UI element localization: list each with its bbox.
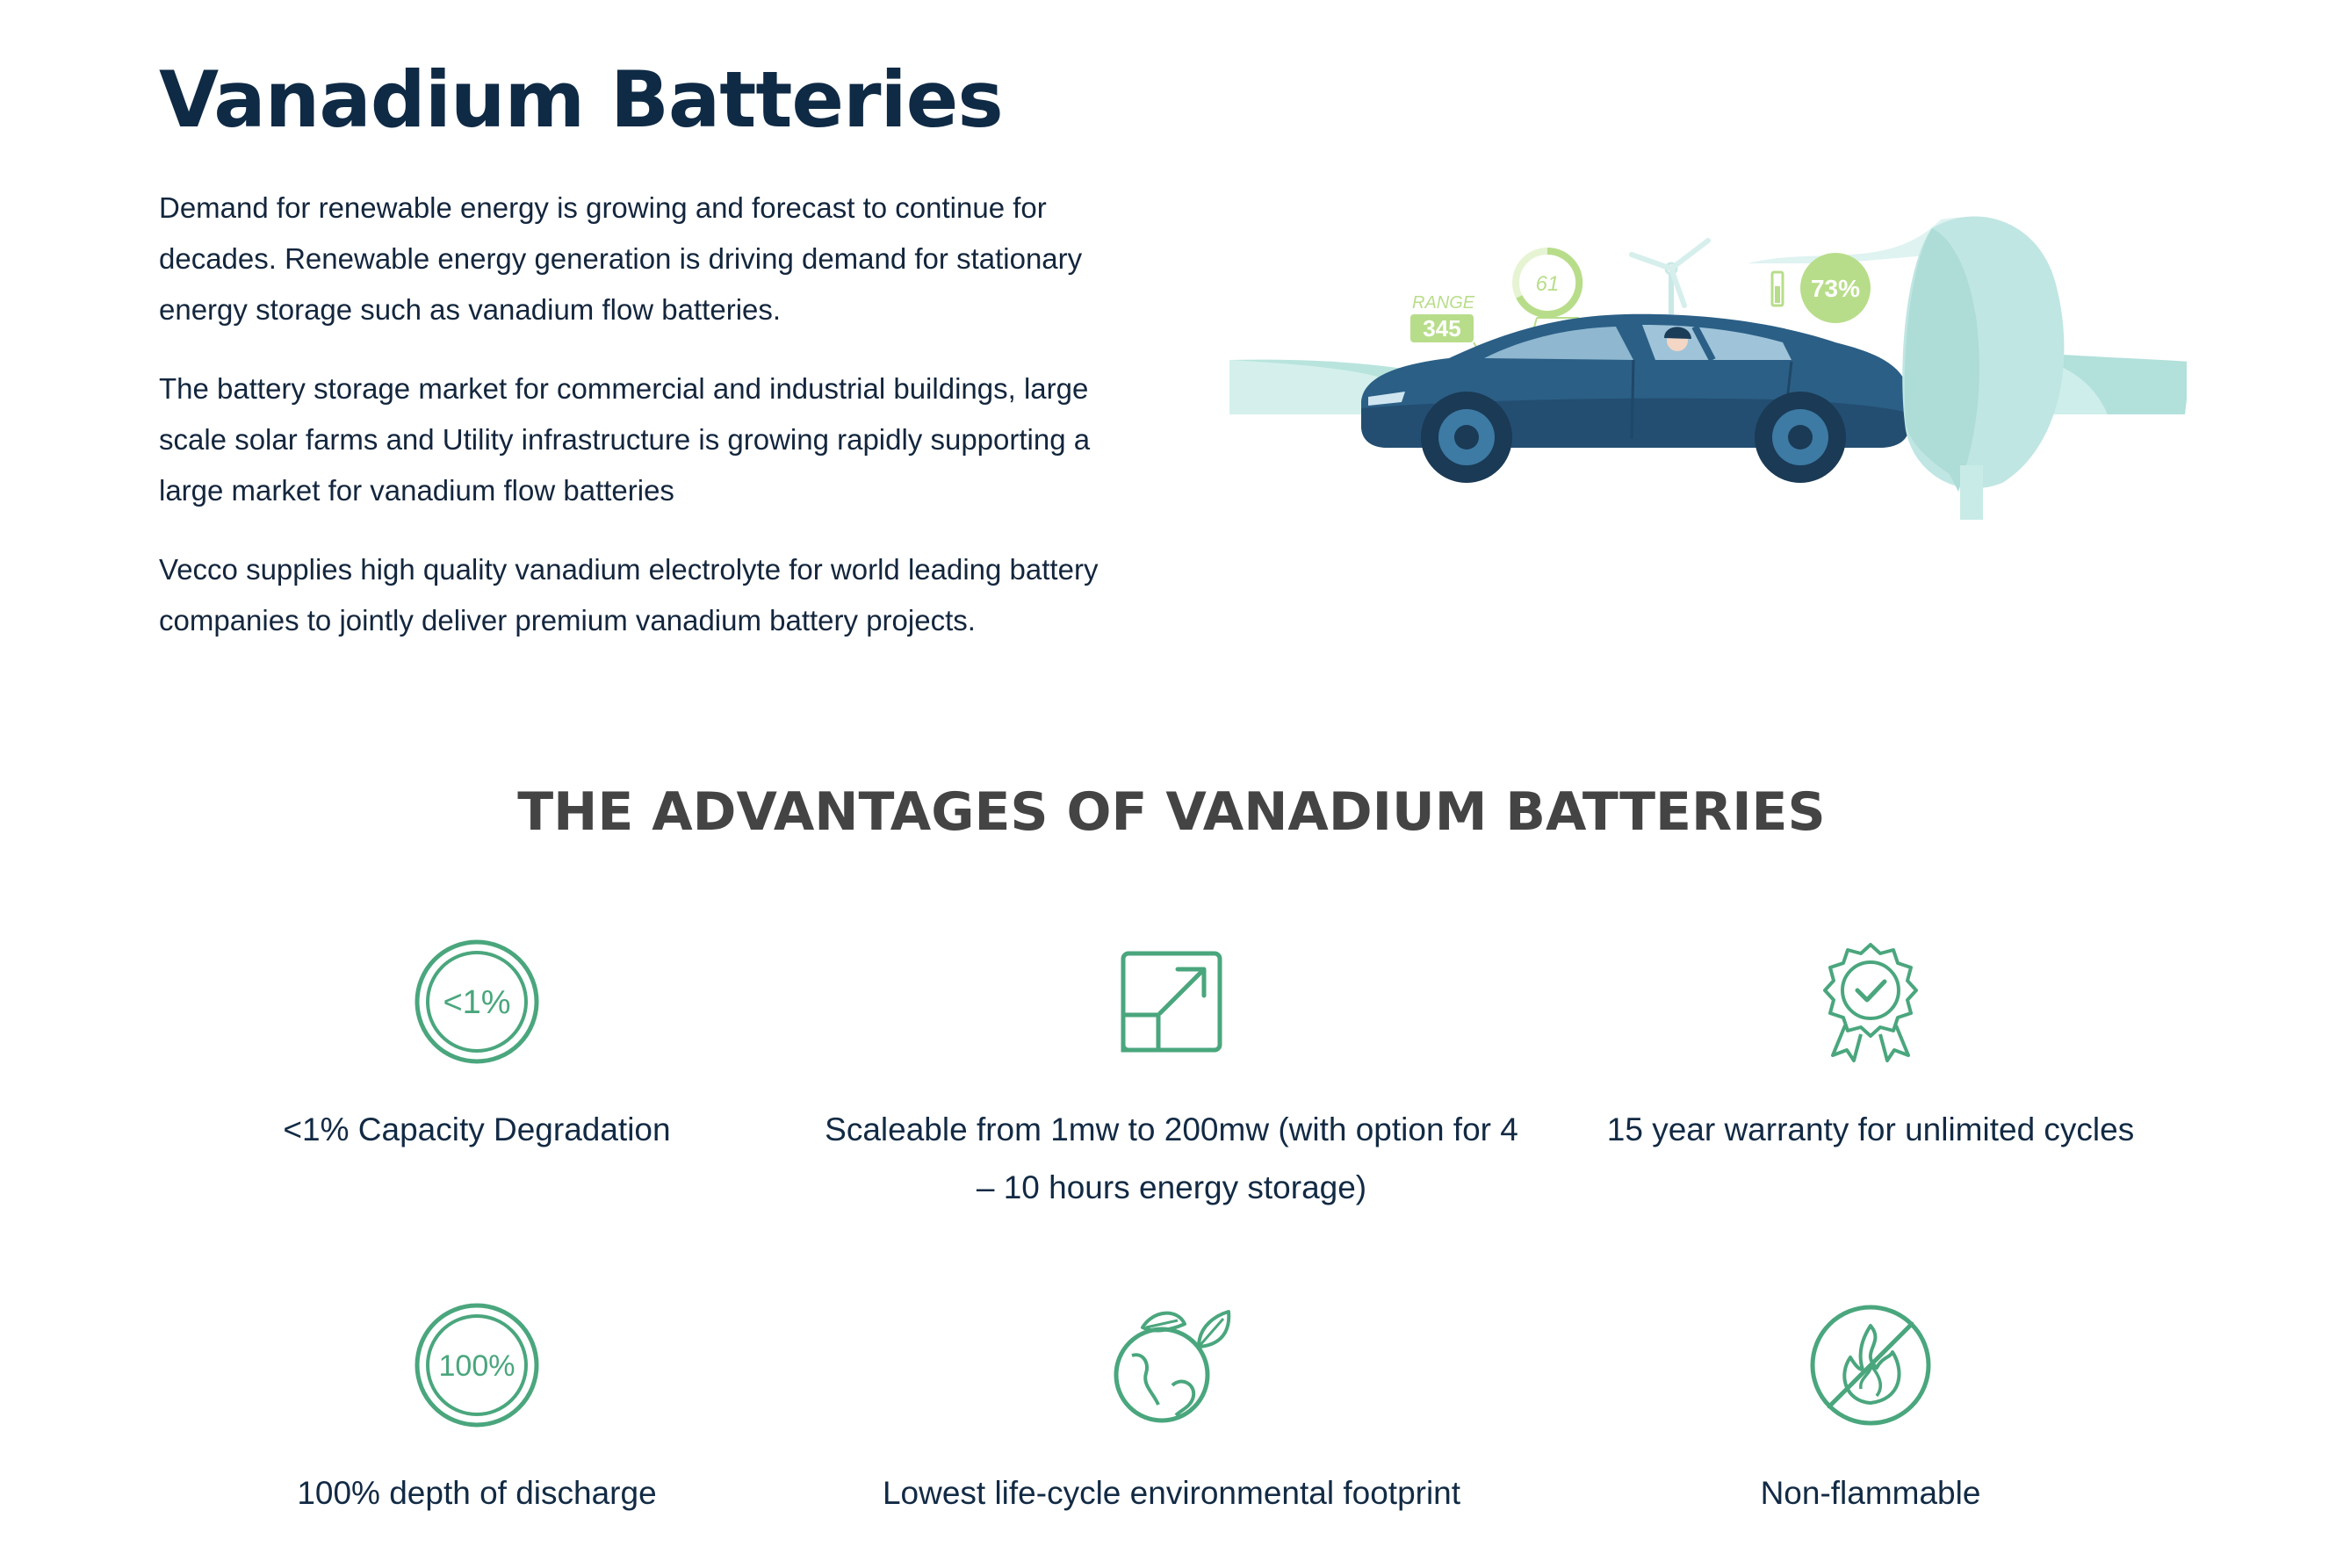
intro-text: Demand for renewable energy is growing a… [159,183,1143,674]
less-than-one-percent-icon: <1% [415,939,539,1064]
advantage-label: Non-flammable [1760,1475,1981,1511]
electric-car [1361,313,1909,483]
svg-text:100%: 100% [439,1349,515,1383]
advantage-item: Non-flammable [1519,1301,2222,1522]
battery-charge-badge: 73% [1770,253,1871,323]
advantage-item: 15 year warranty for unlimited cycles [1519,938,2222,1159]
advantage-item: <1% <1% Capacity Degradation [126,938,828,1159]
hero-illustration: RANGE 345 61 73% [1229,216,2187,520]
scale-up-icon [1121,951,1222,1053]
advantages-heading: THE ADVANTAGES OF VANADIUM BATTERIES [517,781,1826,843]
advantage-item: Lowest life-cycle environmental footprin… [820,1301,1523,1522]
tree-illustration [1902,216,2065,520]
advantage-label: <1% Capacity Degradation [283,1111,671,1147]
advantage-label: 100% depth of discharge [297,1475,657,1511]
advantage-label: Scaleable from 1mw to 200mw (with option… [825,1111,1518,1205]
advantage-item: Scaleable from 1mw to 200mw (with option… [820,938,1523,1217]
battery-percent: 73% [1811,275,1860,302]
intro-paragraph-2: The battery storage market for commercia… [159,372,1091,507]
range-value: 345 [1423,315,1460,342]
range-label: RANGE [1412,293,1475,313]
non-flammable-icon [1810,1305,1931,1426]
advantage-label: 15 year warranty for unlimited cycles [1606,1111,2135,1147]
eco-earth-icon [1114,1310,1231,1423]
intro-paragraph-1: Demand for renewable energy is growing a… [159,191,1083,326]
speed-gauge: 61 [1512,247,1583,365]
intro-paragraph-3: Vecco supplies high quality vanadium ele… [159,553,1099,637]
page-title: Vanadium Batteries [159,54,1004,145]
advantage-label: Lowest life-cycle environmental footprin… [882,1475,1461,1511]
hundred-percent-icon: 100% [415,1303,539,1428]
advantage-item: 100% 100% depth of discharge [126,1301,828,1522]
warranty-badge-icon [1823,943,1918,1062]
gauge-value: 61 [1536,272,1560,296]
svg-text:<1%: <1% [443,984,510,1021]
